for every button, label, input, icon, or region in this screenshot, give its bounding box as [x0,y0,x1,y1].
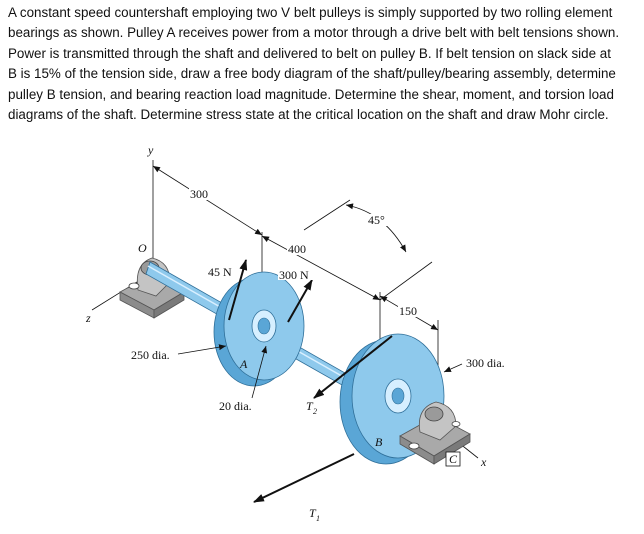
tension-t2-sub: 2 [313,407,317,416]
dimension-300: 300 [152,165,263,290]
problem-line: Power is transmitted through the shaft a… [8,45,611,61]
angle-label: 45° [368,213,385,227]
force-300n-label: 300 N [279,268,309,282]
callout-20-dia: 20 dia. [219,345,268,413]
tension-t1-sub: 1 [316,514,320,523]
tension-t2: T 2 [306,335,393,416]
angle-45: 45° [303,199,433,301]
axis-z-label: z [85,311,91,325]
bearing-c: C [399,401,471,467]
problem-line: diagrams of the shaft. Determine stress … [8,107,609,123]
force-45n-label: 45 N [208,265,232,279]
origin-label: O [138,241,147,255]
callout-300-dia: 300 dia. [443,356,505,373]
pulley-a: A [213,271,305,387]
problem-statement: A constant speed countershaft employing … [8,3,638,125]
tension-t2-label: T [306,399,314,413]
shaft-dia-label: 20 dia. [219,399,252,413]
problem-line: B is 15% of the tension side, draw a fre… [8,66,616,82]
problem-line: bearings as shown. Pulley A receives pow… [8,25,620,41]
axis-y-label: y [147,143,154,157]
force-300n: 300 N [278,268,316,323]
dim-150-label: 150 [399,304,417,318]
callout-250-dia: 250 dia. [131,344,227,362]
dimension-400: 400 [261,235,381,301]
problem-line: pulley B tension, and bearing reaction l… [8,86,614,102]
tension-t1-label: T [309,506,317,520]
pulley-b-dia-label: 300 dia. [466,356,505,370]
pulley-b-label: B [375,435,383,449]
tension-t1: T 1 [253,453,355,523]
bearing-c-label: C [449,452,458,466]
dim-300-label: 300 [190,187,208,201]
pulley-a-dia-label: 250 dia. [131,348,170,362]
force-45n: 45 N [208,259,248,321]
axis-x-label: x [480,455,487,469]
problem-line: A constant speed countershaft employing … [8,5,613,20]
pulley-a-label: A [239,357,248,371]
dim-400-label: 400 [288,242,306,256]
